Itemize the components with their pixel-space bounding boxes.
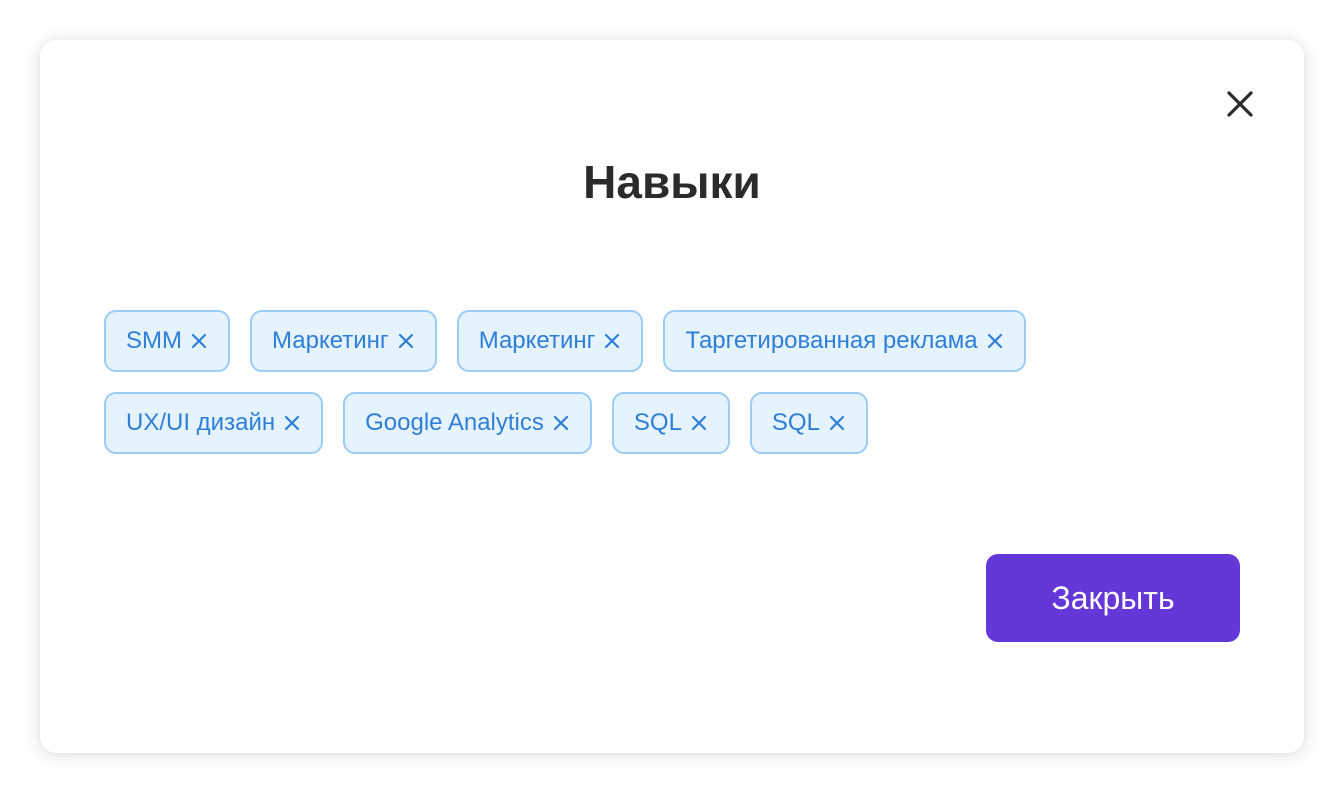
close-modal-button[interactable]: Закрыть	[986, 554, 1240, 642]
close-small-icon	[605, 333, 620, 349]
remove-tag-button[interactable]	[283, 414, 301, 432]
skill-tag-label: Маркетинг	[478, 327, 596, 354]
close-small-icon	[987, 333, 1002, 349]
skill-tag: SQL	[611, 392, 730, 454]
tag-row: SMM Маркетинг Маркетинг Таргетированная …	[104, 310, 1154, 372]
skill-tag: UX/UI дизайн	[104, 392, 324, 454]
skill-tag-label: SQL	[771, 409, 820, 436]
skill-tag: Google Analytics	[343, 392, 592, 454]
remove-tag-button[interactable]	[397, 332, 415, 350]
modal-close-button[interactable]	[1222, 86, 1258, 122]
skill-tag: SMM	[104, 310, 230, 372]
modal-title: Навыки	[583, 156, 761, 208]
skill-tag-label: SMM	[126, 327, 182, 354]
remove-tag-button[interactable]	[828, 414, 846, 432]
skill-tag: Таргетированная реклама	[663, 310, 1026, 372]
skills-modal: Навыки SMM Маркетинг Маркетинг	[40, 40, 1304, 753]
skill-tag: Маркетинг	[250, 310, 437, 372]
skill-tag-label: UX/UI дизайн	[126, 409, 276, 436]
close-small-icon	[191, 333, 207, 349]
skill-tag-label: Таргетированная реклама	[685, 327, 978, 354]
remove-tag-button[interactable]	[986, 332, 1004, 350]
close-icon	[1227, 91, 1253, 117]
close-small-icon	[829, 415, 845, 431]
skill-tag-label: SQL	[633, 409, 682, 436]
remove-tag-button[interactable]	[552, 414, 570, 432]
skill-tag: SQL	[749, 392, 868, 454]
remove-tag-button[interactable]	[603, 332, 621, 350]
close-small-icon	[553, 415, 568, 431]
close-small-icon	[398, 333, 413, 349]
close-small-icon	[691, 415, 707, 431]
remove-tag-button[interactable]	[190, 332, 208, 350]
tag-row: UX/UI дизайн Google Analytics SQL SQL	[104, 392, 1154, 454]
remove-tag-button[interactable]	[690, 414, 708, 432]
skills-tag-list: SMM Маркетинг Маркетинг Таргетированная …	[104, 310, 1154, 474]
close-small-icon	[285, 415, 300, 431]
skill-tag-label: Google Analytics	[365, 409, 544, 436]
skill-tag: Маркетинг	[456, 310, 644, 372]
skill-tag-label: Маркетинг	[272, 327, 389, 354]
